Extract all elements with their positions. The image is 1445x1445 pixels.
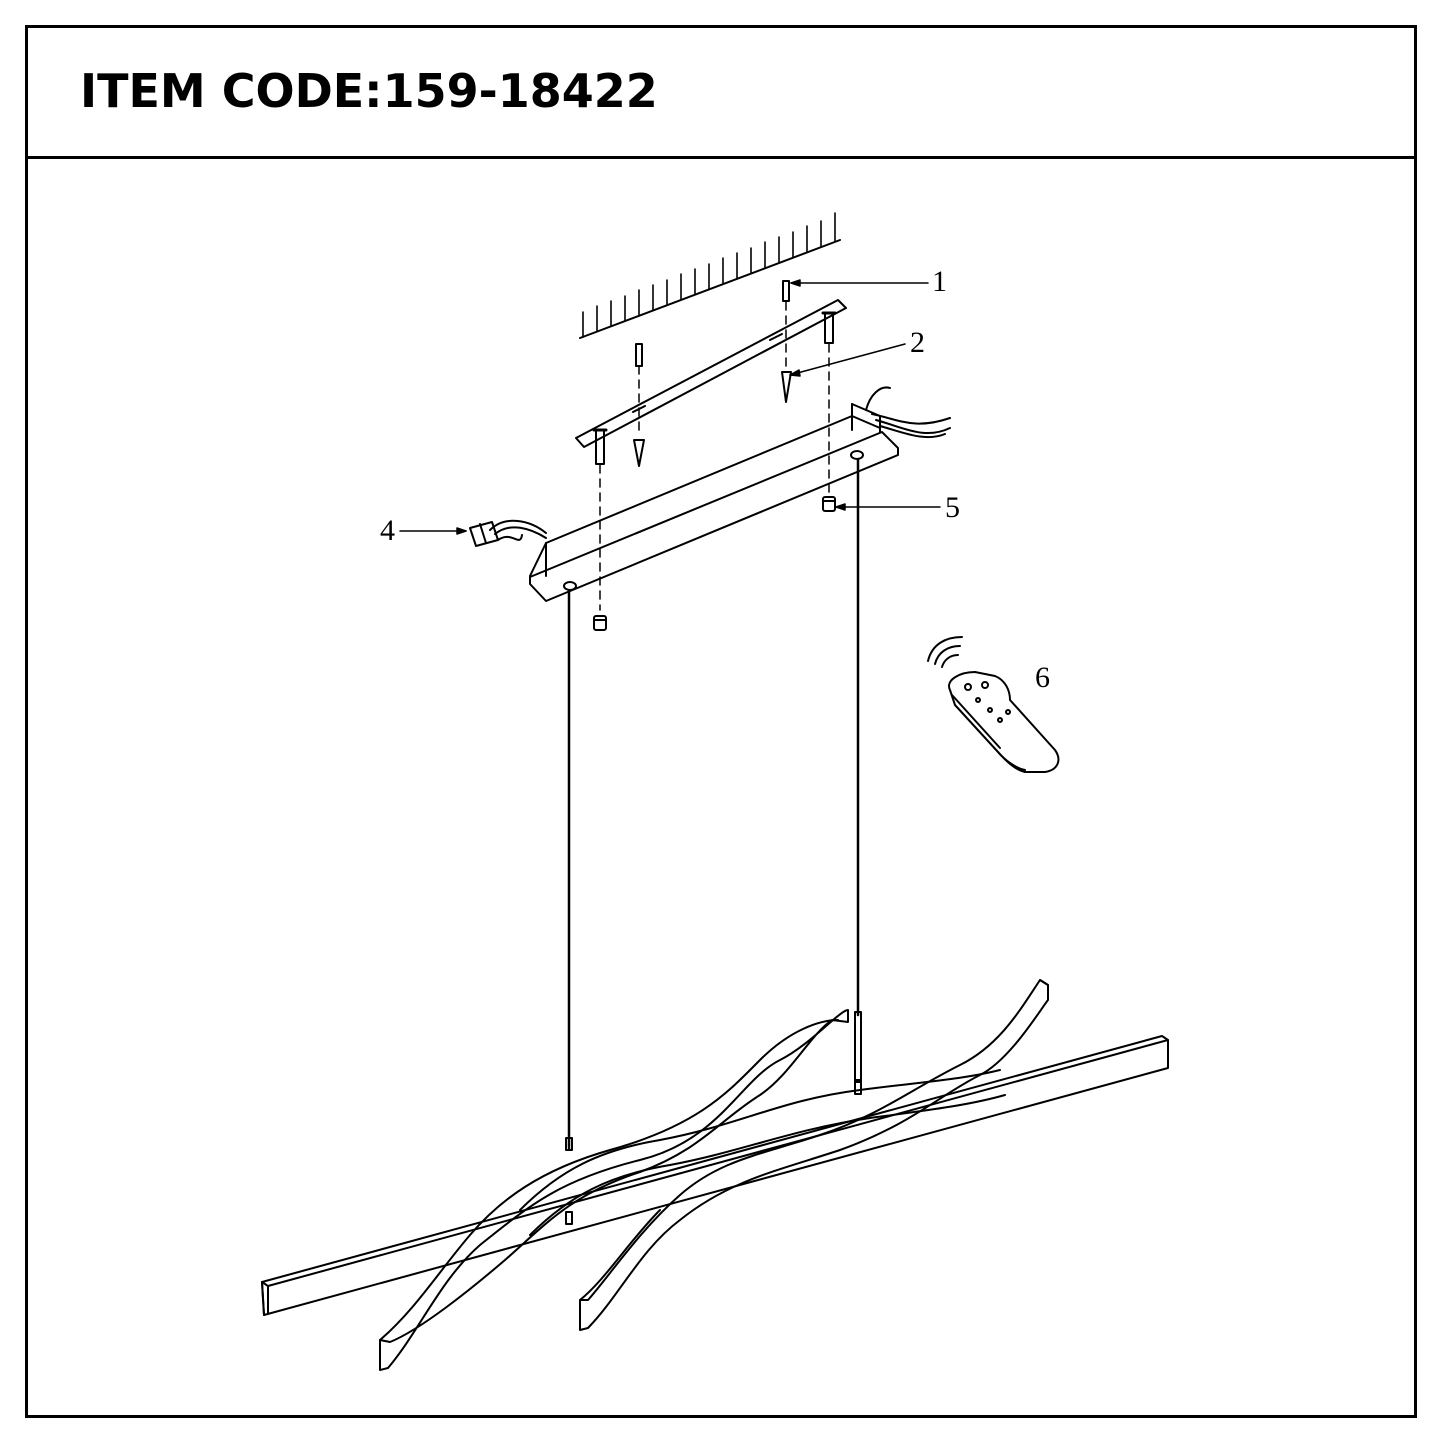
canopy — [529, 386, 951, 602]
item-code-value: 159-18422 — [382, 64, 658, 118]
assembly-guides — [599, 301, 830, 611]
wall-anchor-right — [781, 280, 792, 403]
mounting-bracket — [575, 299, 847, 448]
leader-lines — [399, 279, 941, 535]
screw-left — [592, 428, 608, 465]
header-bar: ITEM CODE:159-18422 — [28, 28, 1414, 159]
remote-control — [927, 636, 1060, 773]
light-wave-back — [519, 1069, 1006, 1236]
callout-6: 6 — [1035, 661, 1050, 694]
callout-labels: 1 2 4 5 6 — [380, 265, 1050, 694]
light-bar-straight — [261, 1035, 1169, 1316]
light-wave-left — [379, 1009, 849, 1371]
suspension-cables — [565, 457, 862, 1225]
terminal-connector — [469, 519, 547, 547]
callout-2: 2 — [910, 326, 925, 359]
item-code-title: ITEM CODE:159-18422 — [80, 64, 658, 118]
item-code-label: ITEM CODE: — [80, 64, 383, 118]
cap-nut-right — [822, 496, 836, 512]
screw-right — [821, 311, 837, 344]
callout-1: 1 — [932, 265, 947, 298]
ceiling-hatch — [579, 212, 841, 339]
document-frame: ITEM CODE:159-18422 — [25, 25, 1417, 1418]
callout-5: 5 — [945, 491, 960, 524]
callout-4: 4 — [380, 514, 395, 547]
cap-nut-left — [593, 615, 607, 631]
light-wave-middle — [579, 979, 1049, 1331]
